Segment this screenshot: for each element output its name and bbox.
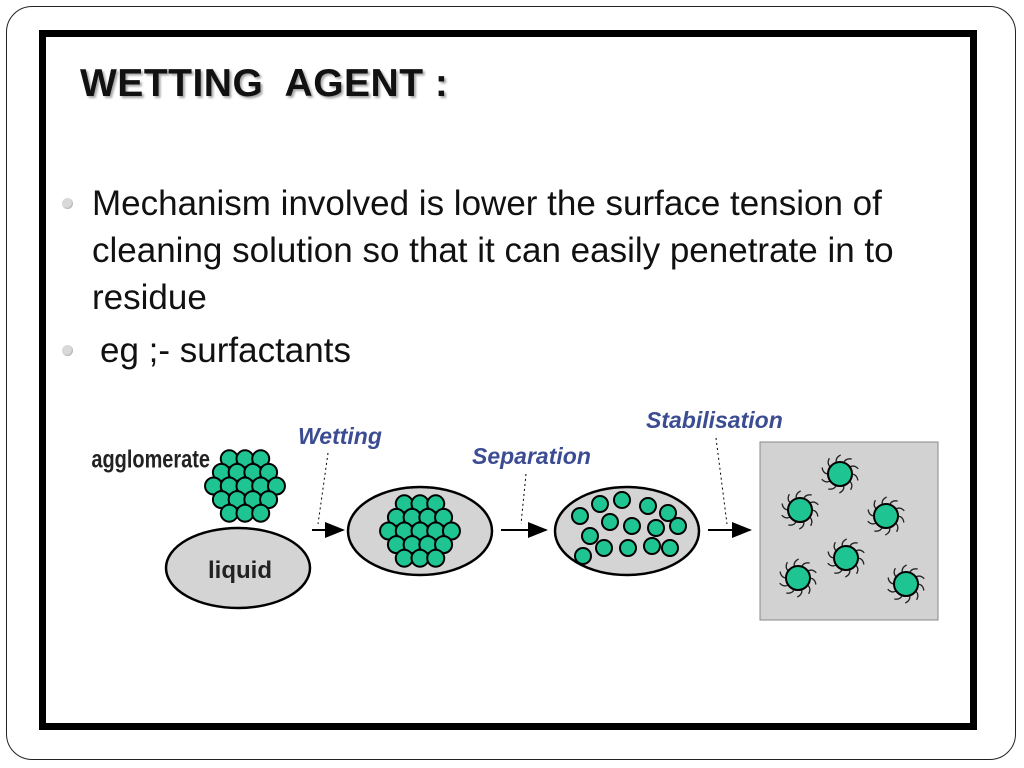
agglomerate-cluster — [204, 449, 286, 523]
bullet-dot-icon — [62, 345, 73, 356]
separated-particle — [595, 539, 613, 557]
separated-particle — [601, 513, 619, 531]
separated-particle — [613, 491, 631, 509]
wetted-particle — [394, 548, 414, 568]
bullet-text-mechanism: Mechanism involved is lower the surface … — [92, 184, 894, 317]
stabilised-core-particle — [787, 497, 813, 523]
stabilised-particle — [779, 558, 817, 598]
liquid-droplet — [164, 526, 312, 610]
stabilised-core-particle — [833, 545, 859, 571]
stabilised-particle — [781, 490, 819, 530]
separated-particle — [659, 504, 677, 522]
stabilised-particle — [821, 454, 859, 494]
slide-title: WETTING AGENT : — [80, 62, 449, 105]
separated-particle — [661, 539, 679, 557]
label-liquid: liquid — [208, 557, 272, 584]
stabilised-particle — [887, 564, 925, 604]
wetted-particle — [410, 548, 430, 568]
separated-particle — [647, 519, 665, 537]
stabilised-core-particle — [827, 461, 853, 487]
bullet-text-example: eg ;- surfactants — [100, 331, 351, 370]
separated-particle — [571, 507, 589, 525]
wetting-pointer-line — [317, 452, 329, 525]
separated-particle — [619, 539, 637, 557]
label-separation: Separation — [472, 443, 591, 469]
separated-particle — [581, 527, 599, 545]
stabilised-core-particle — [785, 565, 811, 591]
slide-outer-frame — [6, 6, 1016, 760]
label-wetting: Wetting — [298, 423, 382, 449]
separated-particle — [643, 537, 661, 555]
agglomerate-particle — [251, 503, 271, 523]
wetting-process-diagram: agglomerate liquid Wetting Separation St… — [91, 407, 939, 621]
stabilised-core-particle — [893, 571, 919, 597]
separated-particle — [574, 547, 592, 565]
stabilised-core-particle — [873, 503, 899, 529]
stabilised-particle — [867, 496, 905, 536]
separation-pointer-line — [520, 473, 527, 525]
wetted-cluster-particles — [379, 494, 461, 568]
wetted-particle — [426, 548, 446, 568]
separated-particle — [639, 497, 657, 515]
separated-particle — [591, 495, 609, 513]
agglomerate-particle — [235, 503, 255, 523]
bullet-item-example: eg ;- surfactants — [62, 327, 962, 374]
separated-particle — [669, 517, 687, 535]
stabilisation-pointer-line — [715, 437, 728, 525]
separated-particles — [571, 491, 687, 565]
bullet-list: Mechanism involved is lower the surface … — [62, 180, 962, 374]
stabilised-particle — [827, 538, 865, 578]
bullet-item-mechanism: Mechanism involved is lower the surface … — [62, 180, 962, 321]
agglomerate-particle — [219, 503, 239, 523]
label-stabilisation: Stabilisation — [646, 407, 783, 433]
label-agglomerate: agglomerate — [91, 444, 210, 473]
bullet-dot-icon — [62, 198, 73, 209]
separated-particle — [623, 517, 641, 535]
stabilised-particles — [779, 454, 925, 604]
